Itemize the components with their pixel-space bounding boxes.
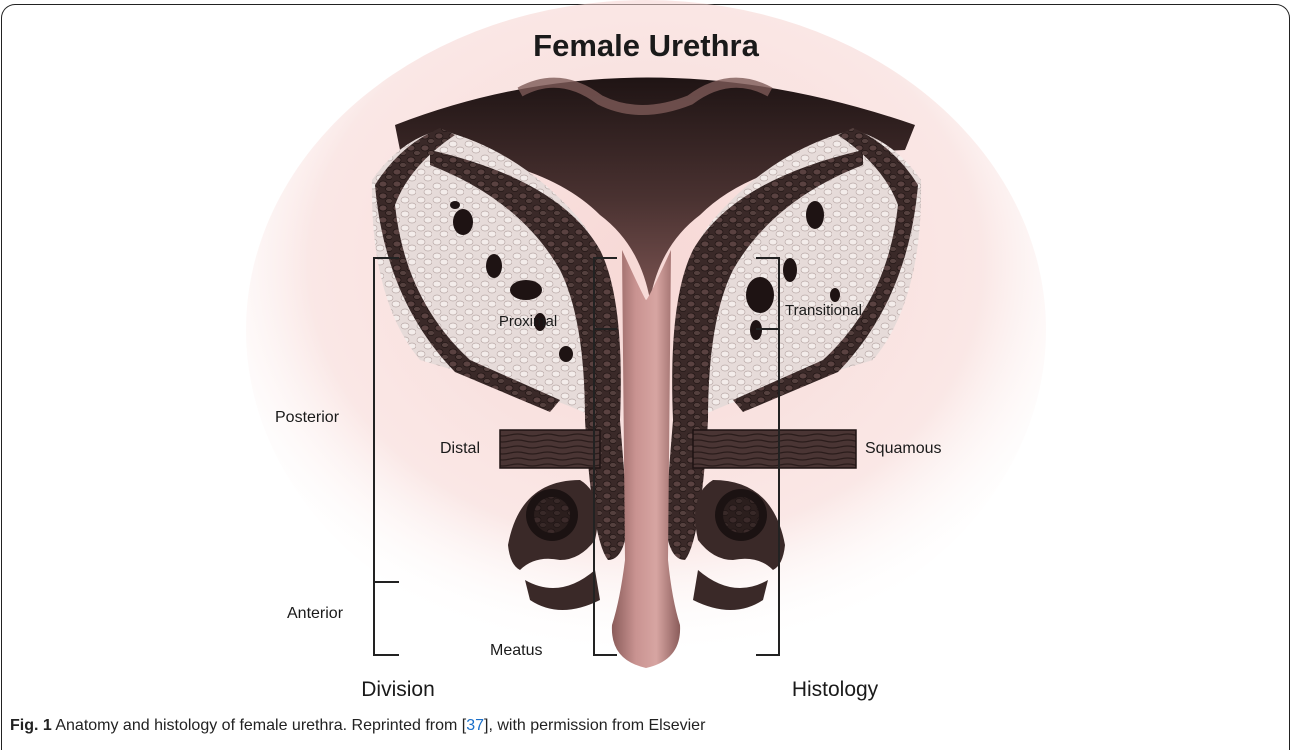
label-posterior: Posterior xyxy=(275,409,340,426)
right-sphincter-band xyxy=(693,430,856,468)
figure-title: Female Urethra xyxy=(533,28,759,63)
label-meatus: Meatus xyxy=(490,642,542,659)
label-division: Division xyxy=(361,678,435,701)
left-sphincter-band xyxy=(500,430,600,468)
caption-figure-number: Fig. 1 xyxy=(10,717,52,734)
caption-reference-link[interactable]: 37 xyxy=(466,717,484,734)
label-transitional: Transitional xyxy=(785,302,862,319)
label-distal: Distal xyxy=(440,440,480,457)
label-anterior: Anterior xyxy=(287,605,344,622)
label-proximal: Proximal xyxy=(499,313,557,330)
label-histology: Histology xyxy=(792,678,879,701)
caption-text-end: ], with permission from Elsevier xyxy=(484,717,705,734)
figure-caption: Fig. 1 Anatomy and histology of female u… xyxy=(10,717,1280,735)
label-squamous: Squamous xyxy=(865,440,942,457)
urethra-anatomy-figure: Female Urethra Proximal Transitional Pos… xyxy=(0,0,1293,715)
caption-text-start: Anatomy and histology of female urethra.… xyxy=(52,717,466,734)
